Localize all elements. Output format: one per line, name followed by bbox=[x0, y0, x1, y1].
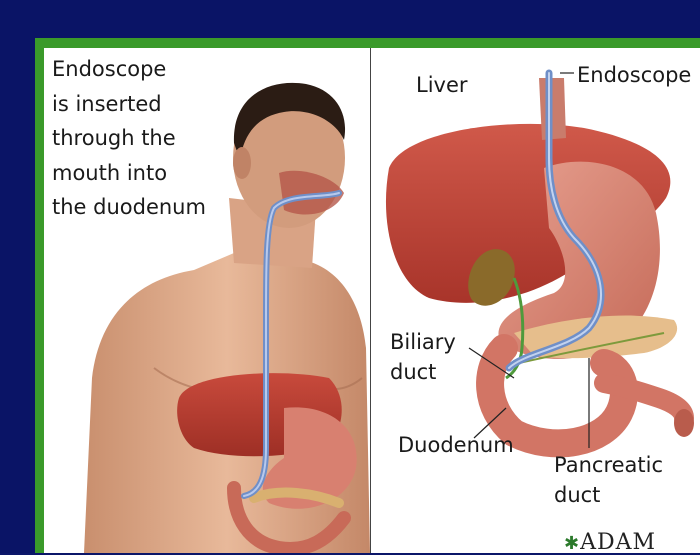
panel-divider bbox=[370, 48, 371, 553]
endoscope-tube bbox=[509, 73, 601, 368]
label-liver: Liver bbox=[416, 68, 468, 102]
liver-shape bbox=[386, 124, 670, 303]
pancreatic-duct-path bbox=[519, 333, 664, 363]
label-line: Biliary bbox=[390, 327, 456, 357]
stomach-shape bbox=[498, 162, 659, 359]
label-duodenum: Duodenum bbox=[398, 428, 514, 462]
label-line: duct bbox=[390, 357, 456, 387]
green-frame: Endoscope is inserted through the mouth … bbox=[35, 38, 700, 553]
label-line: duct bbox=[554, 480, 663, 510]
label-pancreatic-duct: Pancreatic duct bbox=[554, 450, 663, 510]
label-endoscope: Endoscope bbox=[577, 58, 691, 92]
left-caption: Endoscope is inserted through the mouth … bbox=[52, 52, 222, 225]
biliary-duct-leader bbox=[469, 348, 514, 378]
logo-star-icon: ✱ bbox=[564, 533, 580, 554]
caption-line: through the bbox=[52, 121, 222, 156]
caption-line: the duodenum bbox=[52, 190, 222, 225]
biliary-duct-path bbox=[506, 278, 523, 378]
illustration-panel: Endoscope is inserted through the mouth … bbox=[44, 48, 700, 553]
adam-logo: ✱ADAM bbox=[564, 530, 656, 555]
label-biliary-duct: Biliary duct bbox=[390, 327, 456, 387]
esophagus-shape bbox=[539, 78, 566, 140]
gallbladder-shape bbox=[468, 249, 515, 306]
logo-text: ADAM bbox=[580, 530, 656, 555]
pancreas-shape bbox=[514, 316, 677, 359]
label-line: Pancreatic bbox=[554, 450, 663, 480]
caption-line: is inserted bbox=[52, 87, 222, 122]
ear-shape bbox=[233, 147, 251, 179]
caption-line: mouth into bbox=[52, 156, 222, 191]
caption-line: Endoscope bbox=[52, 52, 222, 87]
